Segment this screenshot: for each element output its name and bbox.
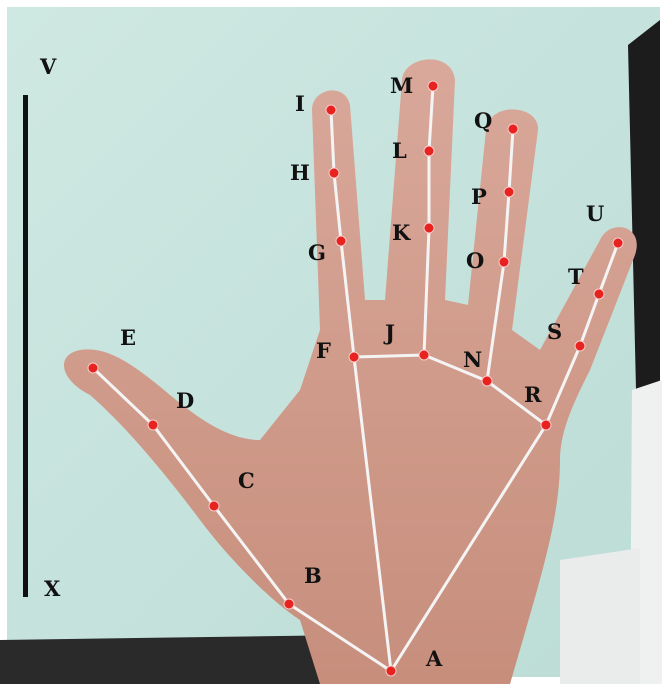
label-u: U bbox=[586, 201, 604, 226]
keypoint-k bbox=[424, 223, 434, 233]
keypoint-i bbox=[326, 105, 336, 115]
keypoint-d bbox=[148, 420, 158, 430]
keypoint-n bbox=[482, 376, 492, 386]
keypoint-r bbox=[541, 420, 551, 430]
label-v: V bbox=[39, 54, 57, 79]
keypoint-s bbox=[575, 341, 585, 351]
label-x: X bbox=[44, 576, 61, 601]
keypoint-p bbox=[504, 187, 514, 197]
label-g: G bbox=[308, 240, 326, 265]
label-m: M bbox=[390, 73, 413, 98]
label-l: L bbox=[392, 138, 407, 163]
label-t: T bbox=[568, 264, 584, 289]
keypoint-g bbox=[336, 236, 346, 246]
keypoint-l bbox=[424, 146, 434, 156]
label-q: Q bbox=[474, 108, 492, 133]
keypoint-b bbox=[284, 599, 294, 609]
keypoint-f bbox=[349, 352, 359, 362]
label-k: K bbox=[392, 220, 411, 245]
keypoint-o bbox=[499, 257, 509, 267]
label-i: I bbox=[295, 91, 305, 116]
label-b: B bbox=[304, 563, 322, 588]
keypoint-u bbox=[613, 238, 623, 248]
keypoint-c bbox=[209, 501, 219, 511]
label-o: O bbox=[466, 248, 484, 273]
label-e: E bbox=[120, 325, 136, 350]
label-h: H bbox=[290, 160, 310, 185]
label-f: F bbox=[316, 338, 331, 363]
label-j: J bbox=[383, 320, 395, 345]
keypoint-e bbox=[88, 363, 98, 373]
keypoint-m bbox=[428, 81, 438, 91]
label-d: D bbox=[176, 388, 194, 413]
label-n: N bbox=[463, 347, 482, 372]
keypoint-t bbox=[594, 289, 604, 299]
keypoint-h bbox=[329, 168, 339, 178]
label-r: R bbox=[524, 382, 542, 407]
label-p: P bbox=[471, 184, 487, 209]
keypoint-a bbox=[386, 666, 396, 676]
keypoint-j bbox=[419, 350, 429, 360]
scale-bar bbox=[23, 95, 28, 597]
label-c: C bbox=[238, 468, 255, 493]
label-a: A bbox=[425, 646, 443, 671]
keypoint-q bbox=[508, 124, 518, 134]
label-s: S bbox=[547, 319, 562, 344]
